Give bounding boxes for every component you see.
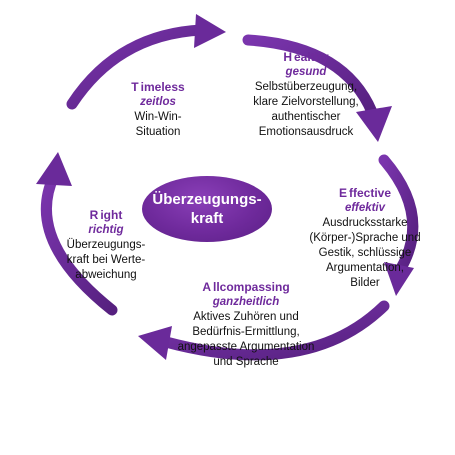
cycle-arrow-left [36,152,118,316]
center-ellipse: Überzeugungs-kraft [142,176,272,242]
segment-title: imeless [140,80,185,94]
cycle-arrow-right-upper [242,34,392,142]
segment-title: llcompassing [212,280,290,294]
segment-initial: T [131,80,139,94]
segment-subtitle: richtig [88,224,124,236]
segment-initial: H [283,50,292,64]
center-label: Überzeugungs-kraft [152,191,262,227]
segment-title: ffective [348,186,392,200]
cycle-arrow-right-lower [378,154,419,296]
segment-description: Ausdrucksstarke (Körper-)Sprache und Ges… [309,217,421,289]
segment-initial: E [338,186,347,200]
segment-subtitle: ganzheitlich [212,296,280,308]
segment-initial: A [202,280,211,294]
segment-subtitle: gesund [285,66,327,78]
segment-title: ight [100,208,123,222]
segment-description: Überzeugungs- kraft bei Werte- abweichun… [66,239,146,281]
cycle-arrow-bottom [138,300,390,361]
segment-initial: R [89,208,99,222]
segment-description: Win-Win- Situation [134,111,182,138]
segment-description: Aktives Zuhören und Bedürfnis-Ermittlung… [177,311,315,368]
segment-title: ealthy [293,50,329,64]
segment-description: Selbstüberzeugung, klare Zielvorstellung… [253,81,359,138]
cycle-arrow-top [66,14,226,110]
segment-subtitle: zeitlos [140,96,176,108]
segment-subtitle: effektiv [344,202,386,214]
